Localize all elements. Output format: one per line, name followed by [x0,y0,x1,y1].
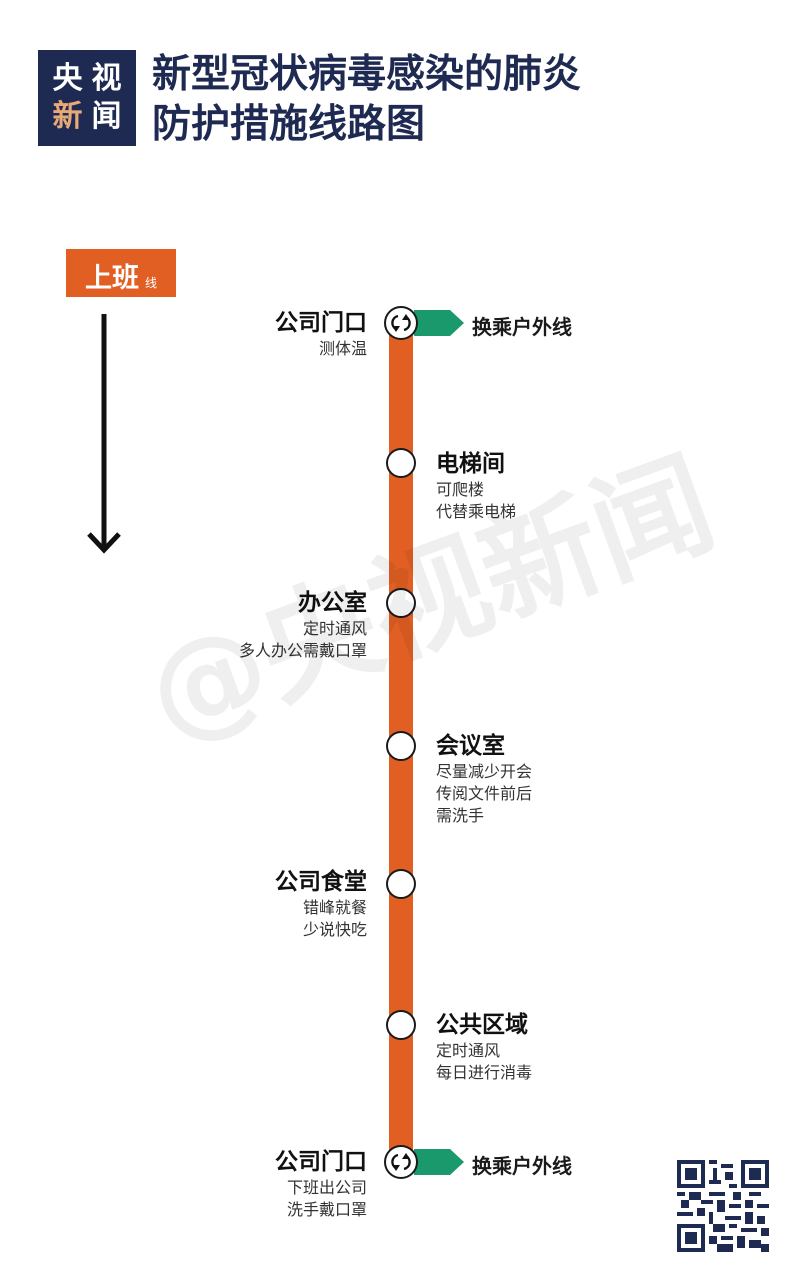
station-note: 多人办公需戴口罩 [238,641,367,660]
station-marker [386,448,416,478]
transfer-label: 换乘户外线 [472,1154,572,1178]
transfer-cycle-icon [391,314,411,332]
station-name: 会议室 [436,733,505,759]
transfer-label: 换乘户外线 [472,315,572,339]
station-company-gate-in: 公司门口 测体温 [275,308,367,360]
transfer-flag-icon [414,310,464,336]
station-note: 代替乘电梯 [436,502,517,521]
transfer-station-marker [384,1145,418,1179]
station-meeting-room: 会议室 尽量减少开会 传阅文件前后 需洗手 [436,731,532,827]
station-note: 定时通风 [436,1041,501,1060]
station-marker [386,731,416,761]
station-note: 错峰就餐 [302,898,367,917]
station-note: 传阅文件前后 [436,784,533,803]
station-name: 公司门口 [275,310,367,336]
station-name: 电梯间 [436,451,505,477]
station-note: 少说快吃 [302,920,367,939]
station-name: 办公室 [298,590,367,616]
station-office: 办公室 定时通风 多人办公需戴口罩 [239,588,367,662]
line-tag: 上班 线 [66,249,176,297]
transfer-station-marker [384,306,418,340]
station-name: 公共区域 [436,1012,528,1038]
qr-code-icon [677,1160,769,1252]
station-note: 下班出公司 [286,1178,367,1197]
page-title: 新型冠状病毒感染的肺炎 防护措施线路图 [152,50,581,150]
title-line-1: 新型冠状病毒感染的肺炎 [152,52,582,97]
station-name: 公司门口 [275,1149,367,1175]
title-line-2: 防护措施线路图 [152,102,426,147]
station-note: 测体温 [318,339,367,358]
down-arrow-icon [87,314,121,554]
logo-char: 新 [52,99,83,134]
logo-char: 视 [91,61,122,96]
station-name: 公司食堂 [275,869,367,895]
logo-char: 央 [52,61,83,96]
station-canteen: 公司食堂 错峰就餐 少说快吃 [275,867,367,941]
station-note: 尽量减少开会 [436,762,533,781]
watermark: @央视新闻 [129,433,731,766]
station-marker [386,1010,416,1040]
station-elevator: 电梯间 可爬楼 代替乘电梯 [436,449,516,523]
station-note: 洗手戴口罩 [286,1200,367,1219]
station-note: 每日进行消毒 [436,1063,533,1082]
station-marker [386,588,416,618]
station-public-area: 公共区域 定时通风 每日进行消毒 [436,1010,532,1084]
station-note: 需洗手 [436,806,485,825]
logo-char: 闻 [91,99,122,134]
transfer-flag-icon [414,1149,464,1175]
station-note: 可爬楼 [436,480,485,499]
line-tag-suffix: 线 [144,276,157,290]
cctv-news-logo: 央 视 新 闻 [38,50,136,146]
station-marker [386,869,416,899]
station-note: 定时通风 [302,619,367,638]
transfer-cycle-icon [391,1153,411,1171]
station-company-gate-out: 公司门口 下班出公司 洗手戴口罩 [275,1147,367,1221]
line-tag-label: 上班 [84,263,139,294]
